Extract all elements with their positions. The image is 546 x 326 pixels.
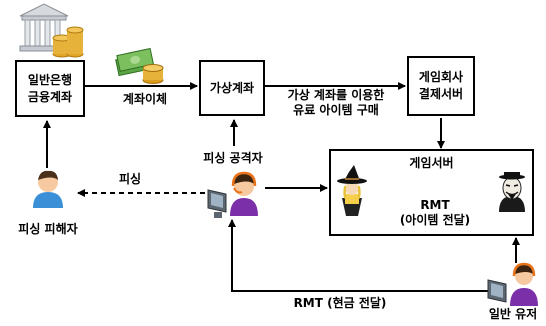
user-at-computer-icon [487, 262, 538, 306]
witch-character-icon [337, 165, 367, 216]
arrow-rmt-cash [228, 219, 492, 292]
bank-account-box: 일반은행 금융계좌 [15, 60, 85, 117]
phishing-attacker-label: 피싱 공격자 [203, 151, 263, 165]
rmt-item-label: RMT (아이템 전달) [399, 198, 471, 227]
money-icon [115, 48, 164, 84]
masked-character-icon [499, 172, 525, 212]
payment-server-box: 게임회사 결제서버 [407, 56, 475, 116]
phishing-label: 피싱 [118, 172, 142, 186]
phishing-victim-label: 피싱 피해자 [18, 222, 78, 236]
virtual-account-box: 가상계좌 [199, 60, 265, 116]
transfer-label: 계좌이체 [122, 92, 168, 106]
normal-user-label: 일반 유저 [488, 307, 538, 321]
hacker-at-computer-icon [207, 171, 258, 218]
purchase-label: 가상 계좌를 이용한 유료 아이템 구매 [287, 88, 385, 117]
rmt-cash-label: RMT (현금 전달) [293, 296, 387, 310]
bank-building-icon [19, 3, 84, 58]
game-server-box: 게임서버 [329, 149, 534, 236]
person-icon [33, 170, 63, 208]
